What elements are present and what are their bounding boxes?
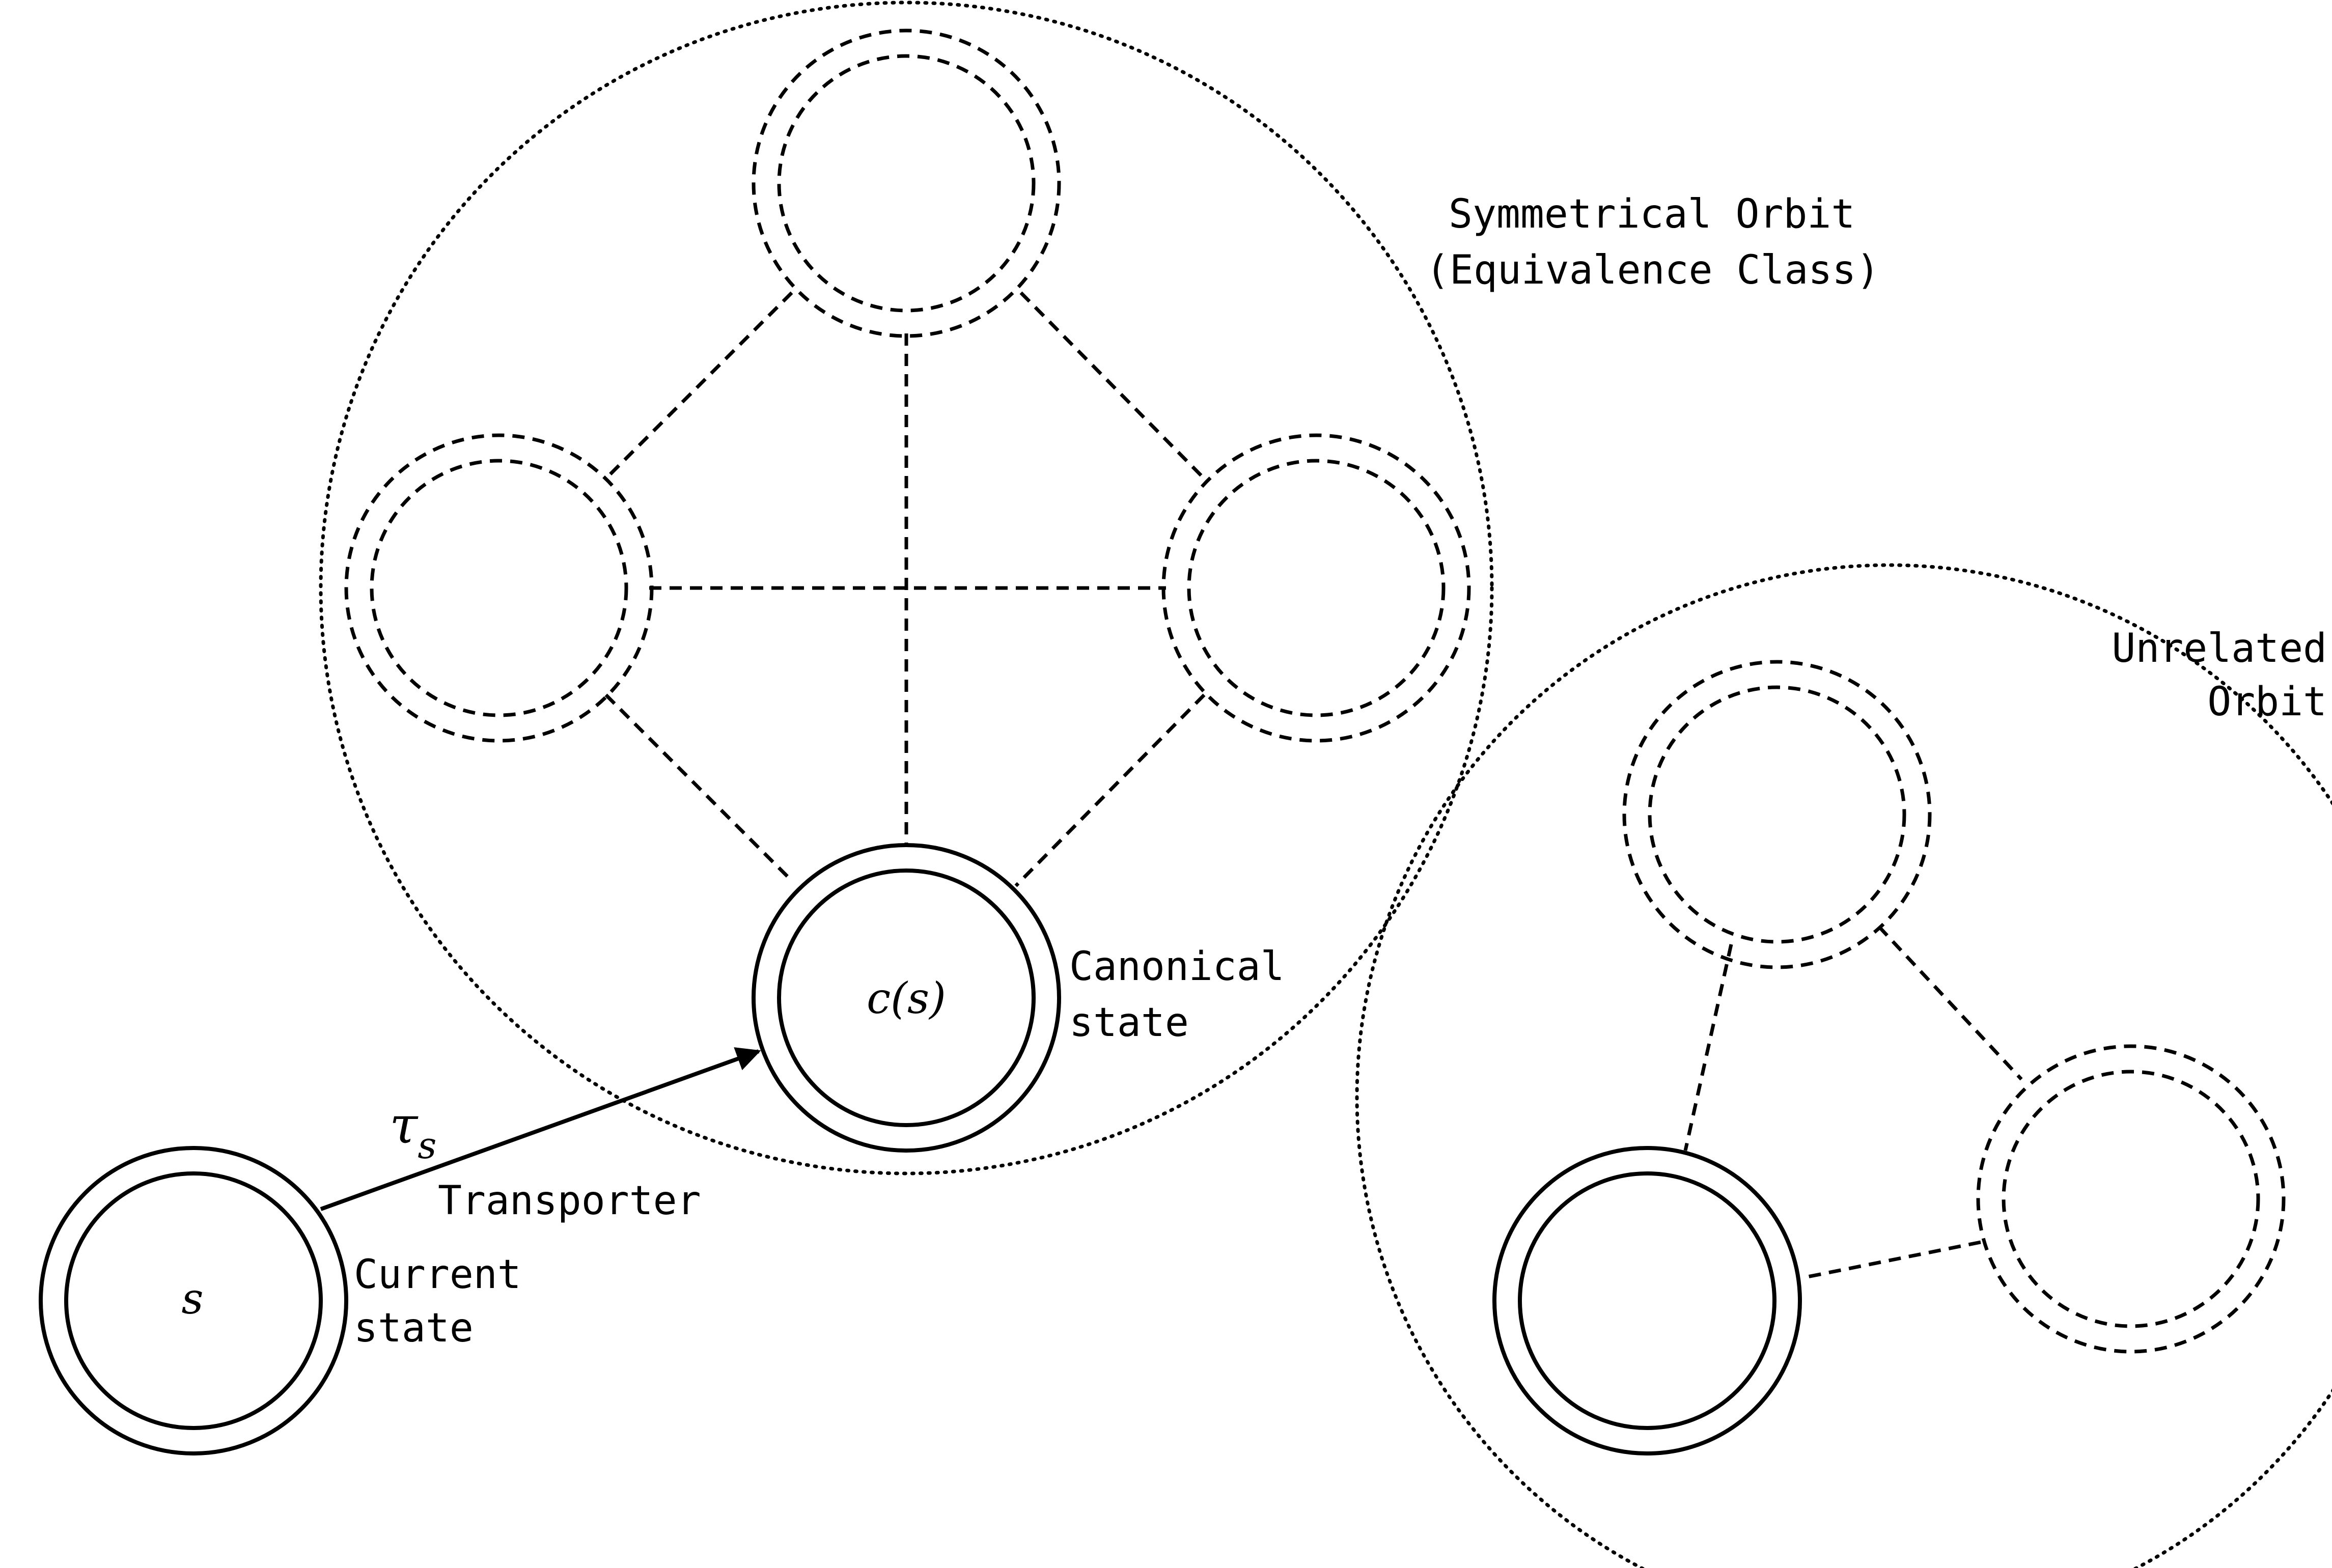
current-node-label: s [181,1274,203,1324]
current-state-caption-1: Current [354,1252,521,1298]
current-state-caption-2: state [354,1305,474,1351]
unrelated-orbit-edges [1683,925,2023,1280]
unrelated-orbit-boundary [1355,563,2332,1568]
transporter-caption: Transporter [438,1178,701,1224]
unrelated-orbit-title-2: Orbit [2207,679,2327,725]
symmetrical-orbit-title-2: (Equivalence Class) [1426,247,1880,293]
unrelated-orbit-title-1: Unrelated [2112,626,2327,671]
tau-symbol: τ [390,1096,419,1155]
canonical-state-node: c(s) [752,843,1061,1153]
orbit-state-node-right [1161,433,1471,743]
unrelated-state-node-top [1622,660,1932,969]
canonical-node-label: c(s) [867,973,946,1023]
orbit-state-node-left [344,433,654,743]
unrelated-state-node-solid [1492,1146,1802,1455]
canonical-state-caption-2: state [1069,1000,1189,1046]
tau-label: τs [390,1096,436,1167]
symmetrical-orbit-boundary [319,1,1494,1175]
orbit-state-node-top [752,29,1061,338]
symmetrical-orbit-edges [604,291,1206,887]
tau-subscript: s [418,1124,436,1167]
canonical-state-caption-1: Canonical [1069,944,1285,990]
unrelated-state-node-right [1976,1044,2286,1354]
symmetrical-orbit-title-1: Symmetrical Orbit [1449,191,1855,237]
transporter-arrow [320,1047,761,1211]
current-state-node: s [39,1146,348,1455]
